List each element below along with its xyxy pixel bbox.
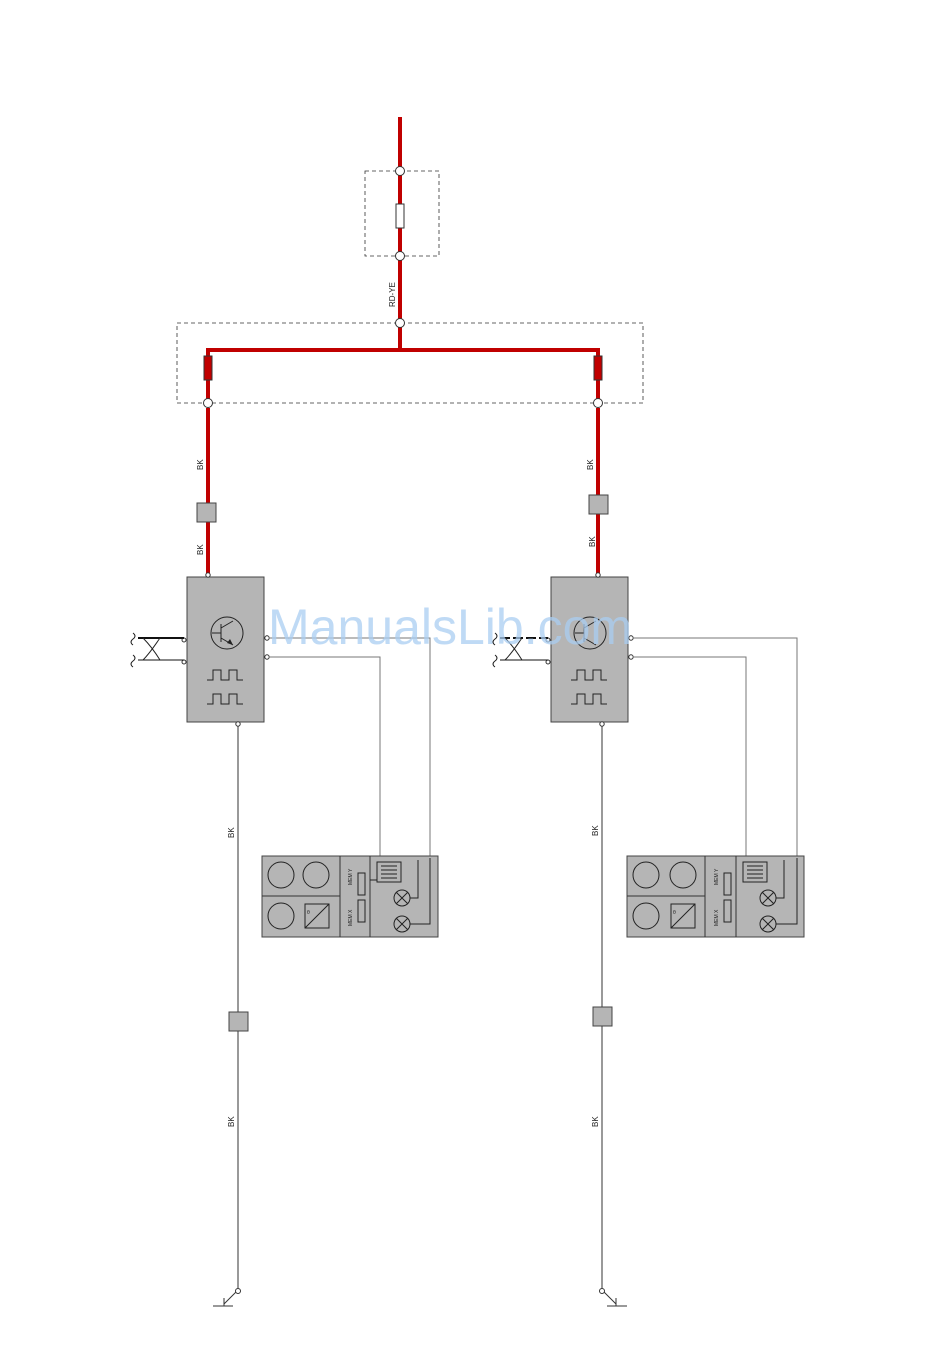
watermark: ManualsLib.com bbox=[268, 599, 632, 655]
right-connector bbox=[589, 495, 608, 514]
left-mem-y-label: MEM Y bbox=[348, 868, 354, 885]
right-fuse-output-node bbox=[594, 399, 603, 408]
wire-label-right-ground-upper: BK bbox=[591, 825, 600, 836]
left-connector bbox=[197, 503, 216, 522]
right-theta-label: θ bbox=[673, 910, 676, 916]
wire-label-left-lower: BK bbox=[196, 544, 205, 555]
wire-label-left-ground-upper: BK bbox=[227, 827, 236, 838]
left-control-module bbox=[182, 573, 269, 726]
distribution-box bbox=[177, 323, 643, 403]
left-seat-panel: θ MEM Y MEM X bbox=[262, 856, 438, 937]
wire-label-left-upper: BK bbox=[196, 459, 205, 470]
main-fuse bbox=[396, 204, 404, 228]
left-fuse-output-node bbox=[204, 399, 213, 408]
left-lead-1 bbox=[269, 638, 430, 858]
right-lead-2 bbox=[633, 657, 746, 858]
wire-label-supply: RD-YE bbox=[388, 282, 397, 307]
left-bus-twisted-pair bbox=[131, 633, 184, 667]
theta-label: θ bbox=[307, 910, 310, 916]
wire-label-right-ground-lower: BK bbox=[591, 1116, 600, 1127]
right-mem-x-label: MEM X bbox=[714, 909, 720, 926]
left-ground-symbol bbox=[213, 1292, 236, 1306]
fuse-terminal-top bbox=[396, 167, 405, 176]
wire-label-right-upper: BK bbox=[586, 459, 595, 470]
left-mem-x-label: MEM X bbox=[348, 909, 354, 926]
fuse-terminal-bottom bbox=[396, 252, 405, 261]
wire-label-left-ground-lower: BK bbox=[227, 1116, 236, 1127]
right-mem-y-label: MEM Y bbox=[714, 868, 720, 885]
left-ground-connector bbox=[229, 1012, 248, 1031]
wire-label-right-lower: BK bbox=[588, 536, 597, 547]
left-lead-2 bbox=[269, 657, 380, 858]
busbar-junction bbox=[398, 348, 402, 352]
distribution-input-node bbox=[396, 319, 405, 328]
right-fuse bbox=[594, 356, 602, 380]
left-fuse bbox=[204, 356, 212, 380]
right-ground-connector bbox=[593, 1007, 612, 1026]
right-lead-1 bbox=[633, 638, 797, 858]
right-seat-panel: θ MEM Y MEM X bbox=[627, 856, 804, 937]
right-ground-symbol bbox=[604, 1292, 627, 1306]
